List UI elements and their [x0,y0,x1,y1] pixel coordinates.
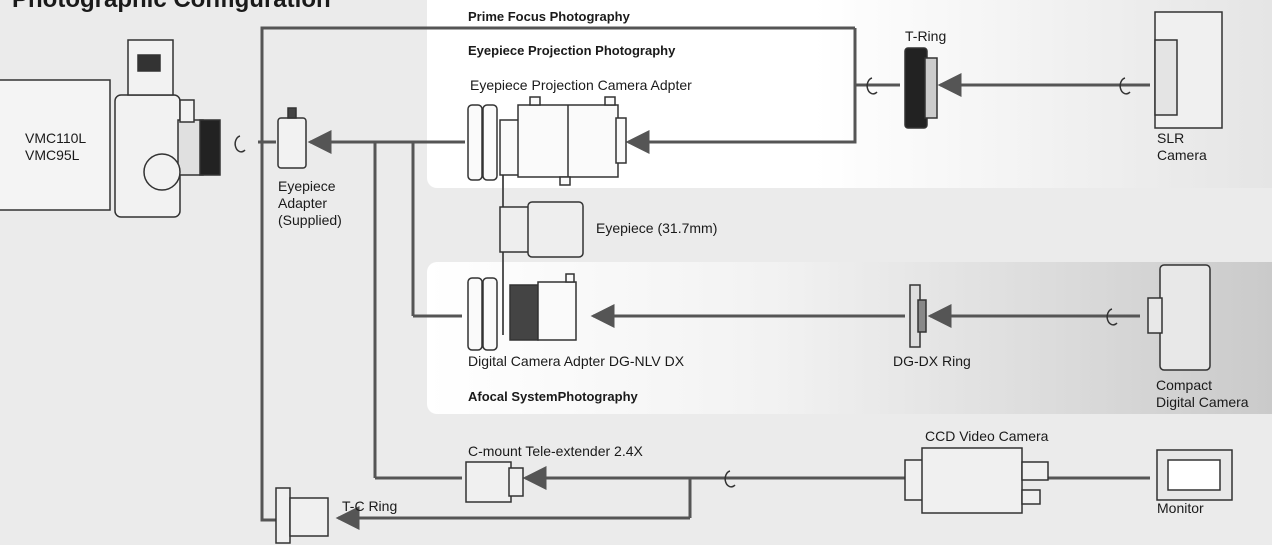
rotate-icon [724,470,736,488]
eyepiece-illustration [499,201,584,258]
monitor-illustration [1156,449,1233,501]
rotate-icon [1106,308,1118,326]
dg-dx-ring-illustration [909,284,927,348]
eyepiece-label: Eyepiece (31.7mm) [596,220,718,236]
rotate-icon [1119,77,1131,95]
projection-adapter-illustration [467,96,627,186]
t-ring-to-projection-line [625,28,857,154]
digital-adapter-illustration [467,273,577,351]
slr-camera-label: SLR Camera [1157,130,1207,163]
ccd-camera-illustration [904,447,1049,514]
t-ring-illustration [904,47,938,129]
slr-camera-illustration [1154,11,1223,129]
rotate-icon [234,135,246,153]
projection-adapter-label: Eyepiece Projection Camera Adpter [470,77,692,93]
t-ring-label: T-Ring [905,28,947,44]
rotation-icons [234,77,1131,488]
eyepiece-adapter-illustration [277,107,307,169]
connection-lines [258,26,1150,530]
eyepiece-adapter-label: Eyepiece Adapter (Supplied) [278,178,342,228]
digital-adapter-label: Digital Camera Adpter DG-NLV DX [468,353,685,369]
rotate-icon [866,77,878,95]
telescope-illustration [0,39,221,218]
tc-ring-label: T-C Ring [342,498,398,514]
section-title-prime-focus: Prime Focus Photography [468,9,630,24]
page-title: Photographic Configuration [12,0,331,14]
tele-extender-label: C-mount Tele-extender 2.4X [468,443,643,459]
section-title-afocal: Afocal SystemPhotography [468,389,638,404]
compact-camera-illustration [1147,264,1211,371]
prime-focus-line [260,26,855,522]
tele-extender-illustration [465,461,524,503]
dg-dx-ring-label: DG-DX Ring [893,353,971,369]
ccd-camera-label: CCD Video Camera [925,428,1049,444]
compact-camera-label: Compact Digital Camera [1156,377,1249,410]
monitor-label: Monitor [1157,500,1204,516]
tc-ring-illustration [275,487,329,544]
section-title-eyepiece-projection: Eyepiece Projection Photography [468,43,676,58]
telescope-label: VMC110L VMC95L [25,130,87,163]
